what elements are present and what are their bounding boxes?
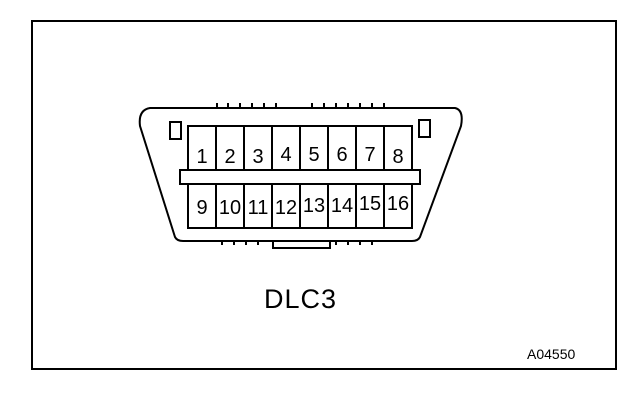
pin-4-label: 4 bbox=[280, 144, 291, 166]
top-pin-labels: 1 2 3 4 5 6 7 8 bbox=[196, 144, 403, 168]
pin-16-label: 16 bbox=[387, 193, 409, 215]
bottom-pin-labels: 9 10 11 12 13 14 15 16 bbox=[196, 193, 409, 219]
pin-10-label: 10 bbox=[219, 197, 241, 219]
pin-15-label: 15 bbox=[359, 193, 381, 215]
pin-6-label: 6 bbox=[336, 144, 347, 166]
pin-grid bbox=[179, 125, 421, 229]
left-key-slot bbox=[169, 121, 182, 140]
pin-7-label: 7 bbox=[364, 144, 375, 166]
top-serration bbox=[216, 103, 385, 108]
right-key-slot bbox=[418, 119, 431, 138]
pin-1-label: 1 bbox=[196, 146, 207, 168]
figure-id: A04550 bbox=[527, 346, 576, 362]
pin-3-label: 3 bbox=[252, 146, 263, 168]
connector-outline bbox=[138, 107, 463, 242]
pin-2-label: 2 bbox=[224, 146, 235, 168]
pin-5-label: 5 bbox=[308, 144, 319, 166]
pin-14-label: 14 bbox=[331, 195, 353, 217]
pin-11-label: 11 bbox=[248, 197, 269, 219]
bottom-serration bbox=[221, 241, 373, 249]
figure-frame bbox=[31, 20, 617, 370]
pin-13-label: 13 bbox=[303, 195, 325, 217]
connector-label: DLC3 bbox=[264, 284, 338, 314]
pin-9-label: 9 bbox=[196, 197, 207, 219]
pin-12-label: 12 bbox=[275, 197, 297, 219]
pin-8-label: 8 bbox=[392, 146, 403, 168]
